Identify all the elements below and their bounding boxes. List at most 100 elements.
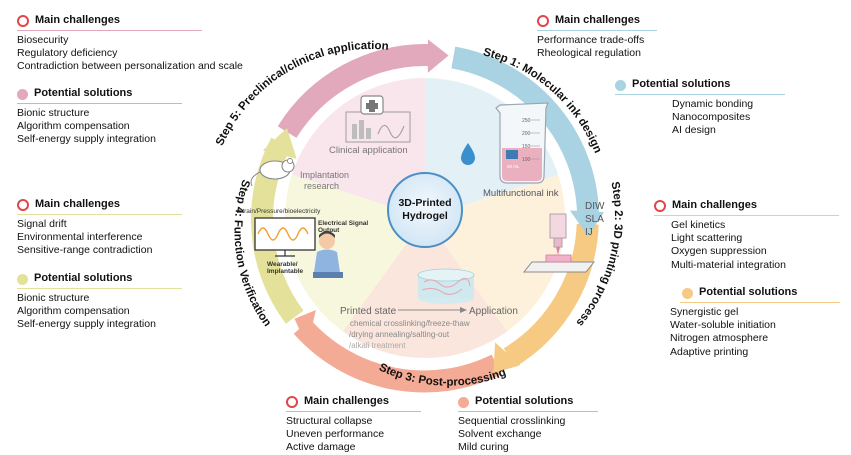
printing-method-diw: DIW xyxy=(585,201,605,212)
panel-title: Main challenges xyxy=(35,14,120,27)
list-item: Light scattering xyxy=(671,232,743,245)
panel-rule xyxy=(17,30,202,31)
panel-rule xyxy=(537,30,657,31)
step2-arrowhead xyxy=(493,342,521,374)
step5-arrow xyxy=(277,44,432,139)
step4-arrowhead xyxy=(262,128,297,159)
multifunctional-ink-label: Multifunctional ink xyxy=(483,188,559,199)
list-item: Rheological regulation xyxy=(537,47,641,60)
list-item: Regulatory deficiency xyxy=(17,47,118,60)
list-item: Adaptive printing xyxy=(670,345,749,358)
center-hub xyxy=(387,172,463,248)
panel-title: Main challenges xyxy=(35,198,120,211)
list-item: Dynamic bonding xyxy=(672,98,754,110)
list-item: Gel kinetics xyxy=(671,219,726,231)
list-item: Self-energy supply integration xyxy=(17,318,156,331)
panel-title: Main challenges xyxy=(555,14,640,27)
solution-marker-icon xyxy=(17,273,28,285)
panel-title: Potential solutions xyxy=(34,87,133,100)
post-methods-line2: /drying annealing/salting-out xyxy=(349,330,450,339)
list-item: Oxygen suppression xyxy=(671,245,767,258)
list-item: Uneven performance xyxy=(286,428,385,441)
list-item: Synergistic gel xyxy=(670,306,739,318)
solution-marker-icon xyxy=(17,88,28,100)
panel-ink-solutions: Potential solutions Dynamic bonding Nano… xyxy=(615,78,785,138)
solution-marker-icon xyxy=(615,79,626,91)
list-item: Sequential crosslinking xyxy=(458,415,566,427)
sector-clinical xyxy=(291,78,425,218)
list-item: Structural collapse xyxy=(286,415,373,427)
clinical-chart-icon xyxy=(345,111,411,143)
printing-bed-icon xyxy=(522,254,596,273)
panel-title: Potential solutions xyxy=(632,78,731,91)
step3-arrow xyxy=(293,319,502,393)
panel-rule xyxy=(17,214,182,215)
list-item: Self-energy supply integration xyxy=(17,133,156,146)
signal-monitor-icon xyxy=(254,217,316,257)
step1-arrowhead xyxy=(569,210,604,237)
panel-title: Potential solutions xyxy=(475,395,574,408)
list-item: Solvent exchange xyxy=(458,428,542,441)
panel-rule xyxy=(680,302,840,303)
list-item: Nitrogen atmosphere xyxy=(670,332,769,345)
list-item: Active damage xyxy=(286,441,356,454)
list-item: Sensitive-range contradiction xyxy=(17,244,153,257)
solution-marker-icon xyxy=(458,396,469,408)
list-item: Performance trade-offs xyxy=(537,34,645,46)
post-methods-line3: /alkali treatment xyxy=(349,341,406,350)
panel-post-solutions: Potential solutions Sequential crosslink… xyxy=(458,395,598,455)
panel-clinical-solutions: Potential solutions Bionic structure Alg… xyxy=(17,87,182,147)
step1-arrow xyxy=(451,46,599,213)
beaker-tick: 250 xyxy=(522,118,531,124)
panel-printing-solutions: Potential solutions Synergistic gel Wate… xyxy=(670,286,840,359)
list-item: Bionic structure xyxy=(17,107,90,119)
panel-rule xyxy=(458,411,598,412)
list-item: Biosecurity xyxy=(17,34,69,46)
panel-ink-challenges: Main challenges Performance trade-offs R… xyxy=(537,14,657,60)
person-icon xyxy=(313,231,343,278)
panel-title: Main challenges xyxy=(304,395,389,408)
list-item: Environmental interference xyxy=(17,231,143,244)
challenge-marker-icon xyxy=(286,396,298,408)
clinical-application-label: Clinical application xyxy=(329,145,408,156)
list-item: Algorithm compensation xyxy=(17,305,130,318)
panel-rule xyxy=(654,215,839,216)
challenge-marker-icon xyxy=(537,15,549,27)
printing-method-ij: IJ xyxy=(585,227,593,238)
list-item: Water-soluble initiation xyxy=(670,319,776,332)
panel-rule xyxy=(17,103,182,104)
challenge-marker-icon xyxy=(654,200,666,212)
panel-title: Potential solutions xyxy=(699,286,798,299)
list-item: AI design xyxy=(672,124,716,137)
center-title-line2: Hydrogel xyxy=(402,210,448,222)
panel-rule xyxy=(17,288,182,289)
challenge-marker-icon xyxy=(17,199,29,211)
panel-rule xyxy=(615,94,785,95)
list-item: Algorithm compensation xyxy=(17,120,130,133)
panel-function-challenges: Main challenges Signal drift Environment… xyxy=(17,198,182,258)
beaker-badge: 50 mL xyxy=(507,164,520,169)
signal-type-label: Strain/Pressure/bioelectricity xyxy=(238,208,321,215)
panel-title: Potential solutions xyxy=(34,272,133,285)
mouse-icon xyxy=(250,158,295,187)
post-methods-line1: chemical crosslinking/freeze-thaw xyxy=(350,319,470,328)
step2-arrow xyxy=(503,223,599,368)
list-item: Signal drift xyxy=(17,218,67,230)
list-item: Multi-material integration xyxy=(671,258,786,271)
panel-clinical-challenges: Main challenges Biosecurity Regulatory d… xyxy=(17,14,243,74)
solution-marker-icon xyxy=(682,287,693,299)
hydrogel-dish-icon xyxy=(417,268,475,304)
panel-rule xyxy=(286,411,421,412)
beaker-tick: 150 xyxy=(522,144,531,150)
wearable-label: Wearable/Implantable xyxy=(267,261,304,275)
printed-state-label: Printed state xyxy=(340,306,397,317)
panel-post-challenges: Main challenges Structural collapse Unev… xyxy=(286,395,421,455)
list-item: Nanocomposites xyxy=(672,111,751,124)
list-item: Bionic structure xyxy=(17,292,90,304)
printing-method-sla: SLA xyxy=(585,214,604,225)
beaker-tick: 100 xyxy=(522,157,531,163)
list-item: Contradiction between personalization an… xyxy=(17,60,243,73)
